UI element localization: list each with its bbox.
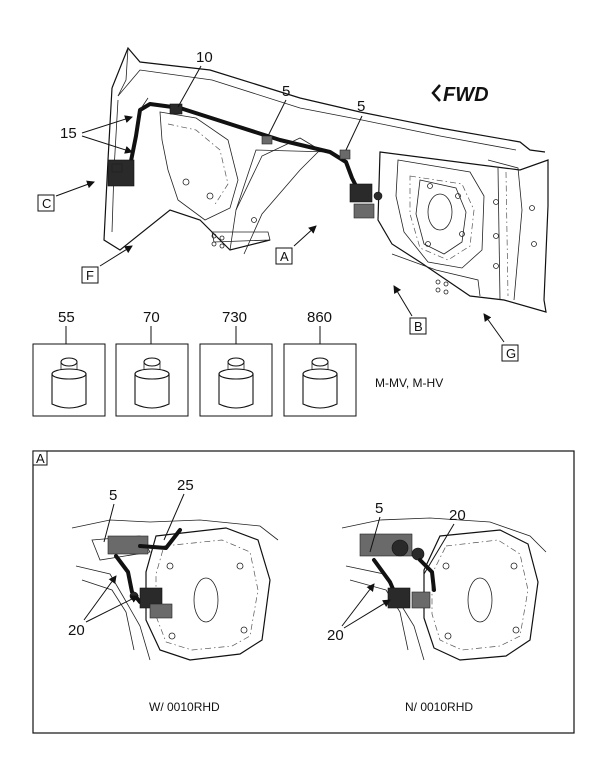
svg-text:55: 55: [58, 309, 75, 326]
consumable-55: 55: [32, 309, 106, 417]
svg-text:730: 730: [222, 309, 247, 326]
detail-a-right-callout-20-bottom: 20: [327, 583, 391, 644]
detail-a-left-callout-25: 25: [163, 477, 194, 541]
callout-5-left: 5: [267, 83, 290, 137]
svg-text:20: 20: [327, 627, 344, 644]
svg-text:A: A: [280, 249, 289, 264]
svg-text:860: 860: [307, 309, 332, 326]
svg-text:5: 5: [375, 500, 383, 517]
svg-text:5: 5: [357, 98, 365, 115]
svg-text:FWD: FWD: [443, 84, 489, 106]
view-label-b: B: [393, 285, 427, 335]
detail-a-left-callout-5: 5: [103, 487, 117, 543]
detail-a-left-callout-20: 20: [68, 575, 139, 639]
view-label-g: G: [483, 313, 519, 362]
view-label-a: A: [275, 225, 317, 265]
forward-direction-marker: FWD: [431, 84, 489, 106]
callout-10: 10: [177, 49, 213, 108]
applicability-note: M-MV, M-HV: [375, 376, 443, 390]
svg-text:20: 20: [68, 622, 85, 639]
svg-text:F: F: [86, 268, 94, 283]
consumable-730: 730: [199, 309, 273, 417]
detail-a-left-caption: W/ 0010RHD: [149, 700, 220, 714]
consumable-860: 860: [283, 309, 357, 417]
detail-a-right-caption: N/ 0010RHD: [405, 700, 473, 714]
svg-text:5: 5: [109, 487, 117, 504]
detail-a-left-illustration: [71, 519, 279, 661]
callout-15: 15: [60, 115, 133, 154]
view-label-c: C: [37, 180, 95, 212]
svg-text:10: 10: [196, 49, 213, 66]
detail-a-right-callout-20-top: 20: [423, 507, 466, 575]
svg-text:20: 20: [449, 507, 466, 524]
svg-text:A: A: [36, 451, 45, 466]
svg-text:25: 25: [177, 477, 194, 494]
dash-panel-illustration: [103, 46, 549, 313]
svg-text:70: 70: [143, 309, 160, 326]
consumable-70: 70: [115, 309, 189, 417]
detail-a-right-callout-5: 5: [369, 500, 383, 553]
svg-text:15: 15: [60, 125, 77, 142]
detail-a-right-illustration: [341, 517, 547, 661]
callout-5-right: 5: [345, 98, 365, 151]
detail-a-frame: A: [32, 450, 575, 734]
svg-text:C: C: [42, 196, 51, 211]
view-label-f: F: [81, 245, 133, 284]
svg-text:5: 5: [282, 83, 290, 100]
svg-text:G: G: [506, 346, 516, 361]
svg-text:B: B: [414, 319, 423, 334]
